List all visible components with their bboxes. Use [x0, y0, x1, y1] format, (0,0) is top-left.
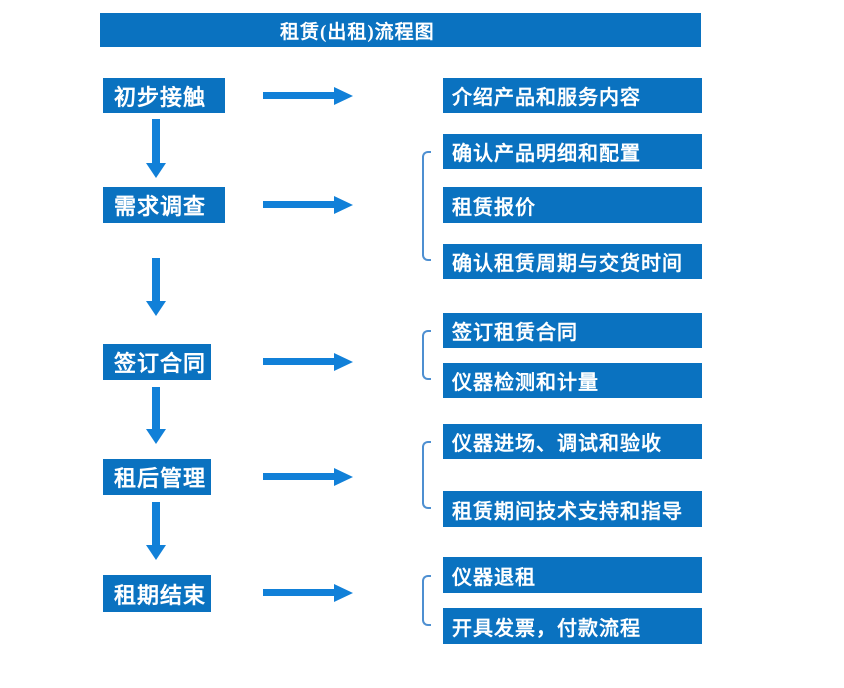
detail-box-invoice-payment: 开具发票，付款流程 — [443, 608, 702, 644]
down-arrow-icon-4 — [146, 502, 166, 560]
down-arrow-head — [146, 163, 166, 178]
flowchart-title-bar: 租赁(出租)流程图 — [100, 13, 701, 47]
right-arrow-shaft — [263, 473, 335, 480]
down-arrow-head — [146, 301, 166, 316]
right-arrow-icon-4 — [263, 468, 353, 486]
right-arrow-icon-2 — [263, 196, 353, 214]
detail-box-instrument-return: 仪器退租 — [443, 557, 702, 593]
right-arrow-head — [334, 584, 353, 602]
right-arrow-head — [334, 468, 353, 486]
step-box-rental-end: 租期结束 — [103, 575, 211, 612]
down-arrow-icon-3 — [146, 387, 166, 444]
group-bracket-icon-3 — [422, 330, 431, 380]
step-box-post-rental-management: 租后管理 — [103, 459, 211, 495]
right-arrow-head — [334, 196, 353, 214]
right-arrow-icon-5 — [263, 584, 353, 602]
step-box-sign-contract: 签订合同 — [103, 344, 211, 380]
group-bracket-icon-2 — [422, 151, 431, 261]
step-box-demand-survey: 需求调查 — [103, 187, 225, 223]
down-arrow-icon-2 — [146, 258, 166, 316]
detail-box-rental-quote: 租赁报价 — [443, 187, 702, 223]
down-arrow-head — [146, 429, 166, 444]
down-arrow-head — [146, 545, 166, 560]
down-arrow-shaft — [152, 502, 160, 546]
step-box-initial-contact: 初步接触 — [103, 78, 225, 113]
right-arrow-head — [334, 87, 353, 105]
detail-box-introduce-products: 介绍产品和服务内容 — [443, 78, 702, 113]
right-arrow-icon-1 — [263, 87, 353, 105]
down-arrow-shaft — [152, 119, 160, 164]
detail-box-instrument-setup: 仪器进场、调试和验收 — [443, 424, 702, 459]
flowchart-title: 租赁(出租)流程图 — [280, 21, 435, 43]
detail-box-instrument-inspection: 仪器检测和计量 — [443, 363, 702, 398]
group-bracket-icon-5 — [422, 575, 431, 626]
right-arrow-icon-3 — [263, 353, 353, 371]
right-arrow-shaft — [263, 92, 335, 99]
down-arrow-shaft — [152, 387, 160, 430]
right-arrow-shaft — [263, 201, 335, 208]
detail-box-confirm-rental-period: 确认租赁周期与交货时间 — [443, 244, 702, 279]
detail-box-sign-rental-contract: 签订租赁合同 — [443, 313, 702, 348]
right-arrow-head — [334, 353, 353, 371]
group-bracket-icon-4 — [422, 441, 431, 509]
right-arrow-shaft — [263, 589, 335, 596]
right-arrow-shaft — [263, 358, 335, 365]
down-arrow-icon-1 — [146, 119, 166, 178]
down-arrow-shaft — [152, 258, 160, 302]
detail-box-technical-support: 租赁期间技术支持和指导 — [443, 491, 702, 527]
detail-box-confirm-product-details: 确认产品明细和配置 — [443, 134, 702, 169]
